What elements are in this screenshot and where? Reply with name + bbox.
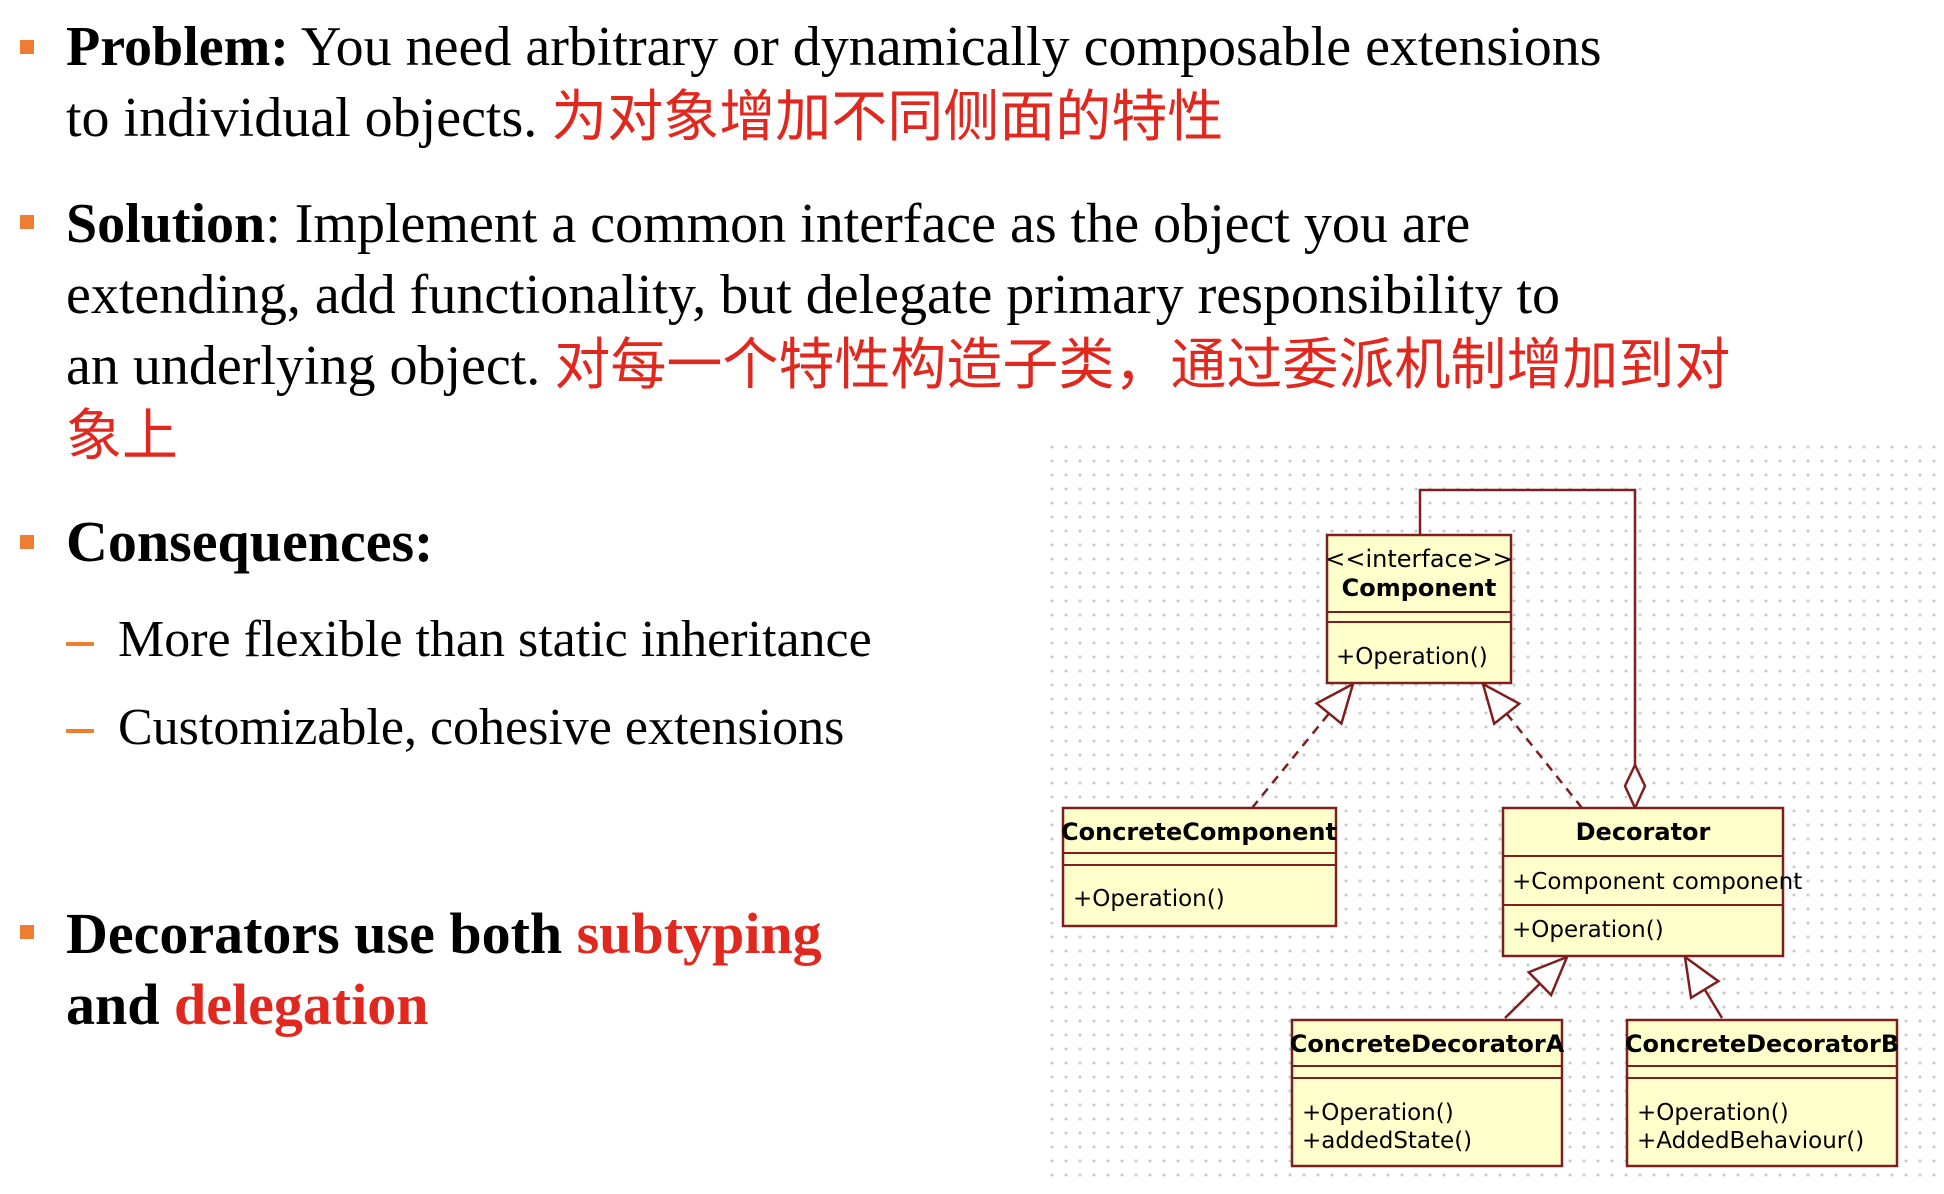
consequence-item: Customizable, cohesive extensions (118, 699, 845, 756)
solution-text: : Implement a common interface as the ob… (265, 193, 1471, 255)
bullet-square-icon (20, 925, 34, 939)
solution-paragraph: Solution: Implement a common interface a… (66, 189, 1730, 473)
problem-label: Problem: (66, 16, 289, 78)
decorator-a-name: ConcreteDecoratorA (1290, 1030, 1565, 1058)
component-operation: +Operation() (1336, 644, 1488, 670)
decorator-a-operation: +Operation() (1302, 1100, 1454, 1126)
aggregation-line (1418, 488, 1637, 770)
decorators-text: Decorators use both (66, 901, 577, 966)
decorator-a-added-state: +addedState() (1302, 1128, 1472, 1154)
decorator-attribute: +Component component (1512, 869, 1802, 895)
solution-chinese: 对每一个特性构造子类，通过委派机制增加到对 (554, 335, 1731, 397)
realization-arrow (1251, 681, 1356, 809)
problem-text: You need arbitrary or dynamically compos… (288, 16, 1602, 78)
solution-chinese-2: 象上 (66, 406, 178, 468)
delegation-word: delegation (174, 972, 429, 1037)
inheritance-arrow (1683, 954, 1724, 1019)
aggregation-diamond-icon (1623, 762, 1647, 812)
problem-text-2: to individual objects. (66, 87, 552, 149)
class-concrete-decorator-b[interactable]: ConcreteDecoratorB +Operation() +AddedBe… (1625, 1018, 1899, 1168)
decorators-paragraph: Decorators use both subtyping and delega… (66, 898, 822, 1040)
concrete-component-operation: +Operation() (1073, 886, 1225, 912)
class-concrete-decorator-a[interactable]: ConcreteDecoratorA +Operation() +addedSt… (1290, 1018, 1565, 1168)
concrete-component-name: ConcreteComponent (1061, 818, 1337, 846)
bullet-square-icon (20, 215, 34, 229)
consequences-label: Consequences: (66, 509, 434, 574)
class-decorator[interactable]: Decorator +Component component +Operatio… (1501, 806, 1802, 958)
decorator-b-name: ConcreteDecoratorB (1625, 1030, 1899, 1058)
solution-text-2: extending, add functionality, but delega… (66, 264, 1561, 326)
solution-text-3: an underlying object. (66, 335, 555, 397)
decorator-name: Decorator (1576, 818, 1711, 846)
decorator-b-added-behaviour: +AddedBehaviour() (1637, 1128, 1864, 1154)
class-concrete-component[interactable]: ConcreteComponent +Operation() (1061, 806, 1338, 928)
problem-chinese: 为对象增加不同侧面的特性 (551, 87, 1224, 149)
component-stereotype: <<interface>> (1325, 545, 1512, 573)
inheritance-arrow (1504, 954, 1570, 1019)
decorators-text-2: and (66, 972, 175, 1037)
decorator-operation: +Operation() (1512, 917, 1664, 943)
subtyping-word: subtyping (576, 901, 822, 966)
dash-icon (66, 642, 94, 646)
component-name: Component (1342, 574, 1497, 602)
bullet-square-icon (20, 40, 34, 54)
class-component[interactable]: <<interface>> Component +Operation() (1325, 533, 1513, 685)
consequence-item: More flexible than static inheritance (118, 611, 872, 668)
solution-label: Solution (66, 193, 266, 255)
decorator-b-operation: +Operation() (1637, 1100, 1789, 1126)
realization-arrow (1480, 681, 1583, 809)
bullet-square-icon (20, 535, 34, 549)
dash-icon (66, 729, 94, 733)
problem-paragraph: Problem: You need arbitrary or dynamical… (66, 12, 1602, 154)
